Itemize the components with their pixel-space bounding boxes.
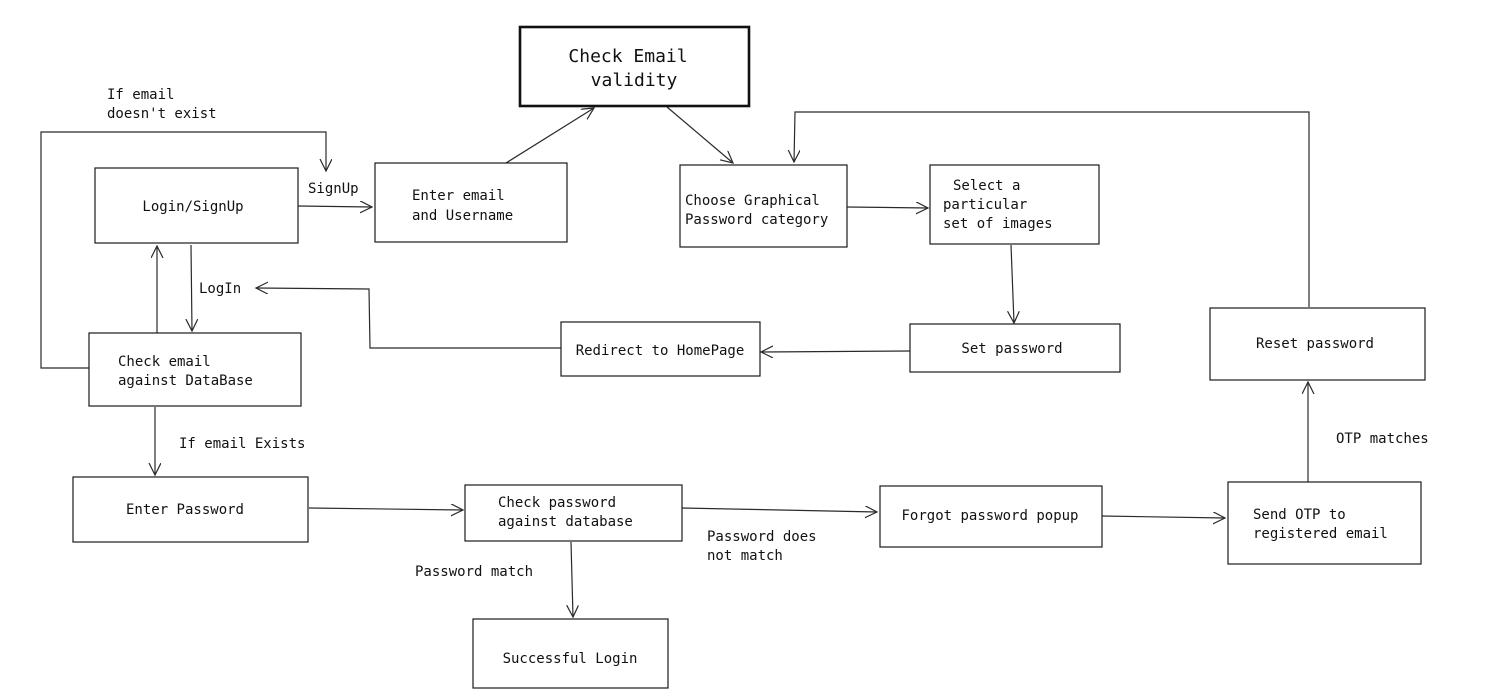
node-successful-login: Successful Login bbox=[472, 618, 669, 689]
label-signup: SignUp bbox=[308, 181, 359, 197]
edge-login-to-check-email-db bbox=[191, 244, 192, 331]
node-text-line: Set password bbox=[961, 341, 1062, 357]
svg-text:against DataBase: against DataBase bbox=[118, 373, 253, 389]
edge-set-password-to-redirect bbox=[761, 351, 911, 352]
edge-check-password-to-success bbox=[571, 541, 573, 617]
node-login-signup: Login/SignUp bbox=[94, 167, 299, 244]
edge-enter-email-to-validity bbox=[505, 108, 594, 164]
svg-text:Check Email: Check Email bbox=[568, 46, 687, 67]
node-send-otp: Send OTP to registered email bbox=[1227, 481, 1422, 565]
edge-login-to-enter-email bbox=[297, 206, 372, 207]
svg-text:particular: particular bbox=[943, 197, 1027, 213]
svg-text:Login/SignUp: Login/SignUp bbox=[142, 199, 243, 215]
svg-text:Choose Graphical: Choose Graphical bbox=[685, 193, 820, 209]
node-forgot-password-popup: Forgot password popup bbox=[879, 485, 1103, 548]
label-email-not-exist-line1: If email bbox=[107, 87, 174, 103]
node-text-line: registered email bbox=[1253, 526, 1388, 542]
node-text-line: against database bbox=[498, 514, 633, 530]
node-text-line: particular bbox=[943, 197, 1027, 213]
svg-text:set of images: set of images bbox=[943, 216, 1053, 232]
svg-text:Reset password: Reset password bbox=[1256, 336, 1374, 352]
svg-text:Enter Password: Enter Password bbox=[126, 502, 244, 518]
node-text-line: Reset password bbox=[1256, 336, 1374, 352]
label-email-not-exist-line2: doesn't exist bbox=[107, 106, 217, 122]
node-text-line: Choose Graphical bbox=[685, 193, 820, 209]
node-text-line: Check email bbox=[118, 354, 211, 370]
svg-text:Set password: Set password bbox=[961, 341, 1062, 357]
node-enter-password: Enter Password bbox=[72, 476, 309, 543]
svg-text:Enter email: Enter email bbox=[412, 188, 505, 204]
edge-check-password-to-forgot bbox=[681, 508, 877, 512]
node-check-email-validity: Check Email validity bbox=[518, 25, 751, 108]
label-password-no-match-line2: not match bbox=[707, 548, 783, 564]
edge-enter-password-to-check-password bbox=[308, 508, 463, 510]
node-reset-password: Reset password bbox=[1209, 307, 1426, 381]
label-otp-matches: OTP matches bbox=[1336, 431, 1429, 447]
svg-text:Send OTP to: Send OTP to bbox=[1253, 507, 1346, 523]
edge-category-to-select-images bbox=[846, 207, 928, 208]
edge-reset-to-choose-category bbox=[794, 111, 1310, 307]
svg-text:and Username: and Username bbox=[412, 208, 513, 224]
node-check-email-db: Check email against DataBase bbox=[88, 332, 302, 407]
node-text-line: Redirect to HomePage bbox=[576, 343, 745, 359]
node-set-password: Set password bbox=[909, 323, 1121, 373]
svg-text:Password category: Password category bbox=[685, 212, 828, 228]
node-text-line: Login/SignUp bbox=[142, 199, 243, 215]
svg-text:Redirect to HomePage: Redirect to HomePage bbox=[576, 343, 745, 359]
edge-labels: If email doesn't exist SignUp LogIn If e… bbox=[107, 87, 1429, 580]
node-text-line: Enter Password bbox=[126, 502, 244, 518]
edge-forgot-to-send-otp bbox=[1101, 516, 1225, 518]
svg-text:registered email: registered email bbox=[1253, 526, 1388, 542]
node-text-line: Enter email bbox=[412, 188, 505, 204]
svg-text:Check password: Check password bbox=[498, 495, 616, 511]
node-text-line: set of images bbox=[943, 216, 1053, 232]
node-redirect-homepage: Redirect to HomePage bbox=[560, 321, 761, 377]
node-text-line: Forgot password popup bbox=[901, 508, 1078, 524]
node-check-password-db: Check password against database bbox=[464, 484, 683, 542]
svg-text:Successful Login: Successful Login bbox=[503, 651, 638, 667]
label-email-exists: If email Exists bbox=[179, 436, 305, 452]
node-text-line: Check password bbox=[498, 495, 616, 511]
node-enter-email-username: Enter email and Username bbox=[374, 162, 568, 243]
svg-text:validity: validity bbox=[591, 70, 678, 91]
node-text-line: Select a bbox=[953, 178, 1020, 194]
edges bbox=[40, 106, 1310, 617]
node-select-images: Select a particular set of images bbox=[929, 164, 1100, 245]
label-password-match: Password match bbox=[415, 564, 533, 580]
svg-text:Check email: Check email bbox=[118, 354, 211, 370]
node-text-line: Successful Login bbox=[503, 651, 638, 667]
node-text-line: Send OTP to bbox=[1253, 507, 1346, 523]
edge-email-not-exist-loop bbox=[40, 131, 326, 369]
label-login: LogIn bbox=[199, 281, 241, 297]
node-text-line: validity bbox=[591, 70, 678, 91]
edge-validity-to-choose-category bbox=[666, 106, 733, 163]
edge-select-images-to-set-password bbox=[1011, 244, 1014, 323]
svg-text:Forgot password popup: Forgot password popup bbox=[901, 508, 1078, 524]
svg-text:Select a: Select a bbox=[953, 178, 1020, 194]
node-choose-graphical-category: Choose Graphical Password category bbox=[679, 164, 848, 248]
label-password-no-match-line1: Password does bbox=[707, 529, 817, 545]
node-text-line: and Username bbox=[412, 208, 513, 224]
node-text-line: Check Email bbox=[568, 46, 687, 67]
svg-text:against database: against database bbox=[498, 514, 633, 530]
node-text-line: against DataBase bbox=[118, 373, 253, 389]
node-text-line: Password category bbox=[685, 212, 828, 228]
edge-redirect-to-login bbox=[256, 288, 561, 349]
